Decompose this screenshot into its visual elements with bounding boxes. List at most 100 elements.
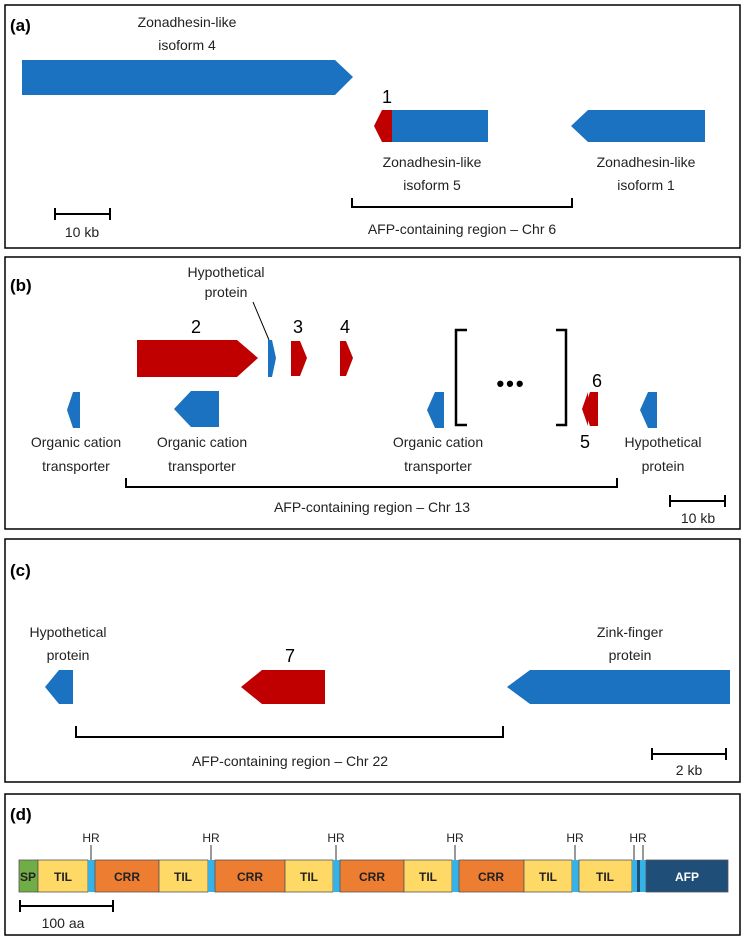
scale-bar-b [669, 495, 726, 507]
hypothetical-protein-right-label-line1: Hypothetical [624, 434, 701, 450]
oct-2-label-line1: Organic cation [157, 434, 247, 450]
panel-d: (d) SP TIL CRR TIL CRR TIL CRR TIL CRR T… [4, 793, 741, 936]
hr-label-5: HR [566, 831, 584, 845]
panel-d-tag: (d) [10, 805, 32, 824]
gene-zonadhesin-isoform1-label-line2: isoform 1 [617, 177, 675, 193]
hr-label-6: HR [629, 831, 647, 845]
domain-crr-2 [214, 859, 286, 893]
afp-gene-7-number: 7 [285, 646, 295, 666]
scale-bar-a [54, 208, 111, 220]
gene-zink-finger-protein-arrow [507, 670, 730, 704]
hypothetical-protein-c-label-line1: Hypothetical [29, 624, 106, 640]
domain-label-afp: AFP [675, 870, 699, 884]
gene-hypothetical-protein-c-arrow [45, 670, 73, 704]
domain-label-crr-1: CRR [114, 870, 140, 884]
panel-a: (a) Zonadhesin-like isoform 4 1 Zonadhes… [4, 4, 741, 249]
afp-gene-6-number: 6 [592, 371, 602, 391]
domain-til-4 [403, 859, 453, 893]
panel-c-tag: (c) [10, 561, 31, 580]
domain-label-crr-2: CRR [237, 870, 263, 884]
gene-zonadhesin-isoform5-label-line1: Zonadhesin-like [383, 154, 482, 170]
domain-hr-gap [637, 860, 640, 892]
afp-gene-5-number: 5 [580, 432, 590, 452]
afp-region-bracket-c [75, 726, 504, 738]
ellipsis: ••• [496, 371, 525, 396]
zink-finger-protein-label-line1: Zink-finger [597, 624, 663, 640]
bracket-right [556, 328, 568, 427]
gene-organic-cation-transporter-1-arrow [67, 392, 80, 428]
scale-label-d: 100 aa [42, 915, 85, 931]
afp-region-bracket-b [125, 478, 618, 488]
afp-gene-4-arrow [340, 341, 353, 376]
afp-gene-3-arrow [291, 341, 307, 376]
afp-gene-7-arrow [241, 670, 325, 704]
domain-label-til-4: TIL [419, 870, 437, 884]
panel-c-frame [4, 538, 741, 783]
domain-til-1 [37, 859, 89, 893]
domain-label-crr-4: CRR [478, 870, 504, 884]
oct-3-label-line2: transporter [404, 458, 472, 474]
gene-zonadhesin-isoform1-arrow [571, 110, 705, 142]
afp-region-label-a: AFP-containing region – Chr 6 [368, 221, 557, 237]
gene-zonadhesin-isoform5-arrow [392, 110, 488, 142]
hypothetical-protein-top-label-line2: protein [205, 284, 248, 300]
hr-label-1: HR [82, 831, 100, 845]
panel-a-frame [4, 4, 741, 249]
domain-til-5 [523, 859, 573, 893]
scale-label-b: 10 kb [681, 510, 715, 526]
domain-label-til-1: TIL [54, 870, 72, 884]
panel-d-frame [4, 793, 741, 936]
domain-hr-6a [632, 860, 637, 892]
zink-finger-protein-label-line2: protein [609, 647, 652, 663]
scale-bar-c [651, 748, 727, 760]
afp-gene-2-number: 2 [191, 317, 201, 337]
hypothetical-protein-top-label-line1: Hypothetical [187, 264, 264, 280]
domain-hr-1 [88, 860, 95, 892]
scale-label-a: 10 kb [65, 224, 99, 240]
oct-3-label-line1: Organic cation [393, 434, 483, 450]
hypothetical-protein-leader-line [252, 301, 270, 341]
bracket-left [454, 328, 467, 427]
gene-organic-cation-transporter-3-arrow [427, 392, 444, 428]
domain-crr-4 [458, 859, 525, 893]
afp-gene-1-number: 1 [382, 87, 392, 107]
gene-zonadhesin-isoform4-label-line2: isoform 4 [158, 37, 216, 53]
gene-zonadhesin-isoform1-label-line1: Zonadhesin-like [597, 154, 696, 170]
domain-label-til-5: TIL [539, 870, 557, 884]
domain-label-til-6: TIL [596, 870, 614, 884]
afp-region-label-c: AFP-containing region – Chr 22 [192, 753, 388, 769]
domain-label-til-2: TIL [174, 870, 192, 884]
gene-zonadhesin-isoform4-label-line1: Zonadhesin-like [138, 14, 237, 30]
scale-bar-d [19, 900, 114, 912]
gene-organic-cation-transporter-2-arrow [174, 391, 219, 427]
hypothetical-protein-c-label-line2: protein [47, 647, 90, 663]
oct-1-label-line2: transporter [42, 458, 110, 474]
panel-c: (c) Hypothetical protein 7 Zink-finger p… [4, 538, 741, 783]
gene-zonadhesin-isoform5-label-line2: isoform 5 [403, 177, 461, 193]
oct-2-label-line2: transporter [168, 458, 236, 474]
domain-label-sp: SP [20, 870, 36, 884]
domain-label-crr-3: CRR [359, 870, 385, 884]
domain-hr-3 [333, 860, 340, 892]
scale-label-c: 2 kb [676, 762, 703, 778]
afp-gene-6-arrow [584, 392, 597, 426]
hr-label-2: HR [202, 831, 220, 845]
oct-1-label-line1: Organic cation [31, 434, 121, 450]
hypothetical-protein-small-arrow [268, 340, 276, 377]
afp-region-label-b: AFP-containing region – Chr 13 [274, 499, 470, 515]
hr-label-4: HR [446, 831, 464, 845]
panel-a-tag: (a) [10, 16, 31, 35]
panel-b: (b) Hypothetical protein 2 3 4 ••• 6 5 O… [4, 256, 741, 530]
panel-b-frame [4, 256, 741, 530]
afp-gene-2-arrow [137, 340, 258, 377]
gene-zonadhesin-isoform4-arrow [22, 60, 353, 95]
gene-hypothetical-protein-right-arrow [640, 392, 657, 428]
afp-gene-4-number: 4 [340, 317, 350, 337]
domain-label-til-3: TIL [300, 870, 318, 884]
afp-gene-3-number: 3 [293, 317, 303, 337]
domain-hr-6b [640, 860, 646, 892]
hypothetical-protein-right-label-line2: protein [642, 458, 685, 474]
hr-label-3: HR [327, 831, 345, 845]
domain-afp [645, 859, 729, 893]
